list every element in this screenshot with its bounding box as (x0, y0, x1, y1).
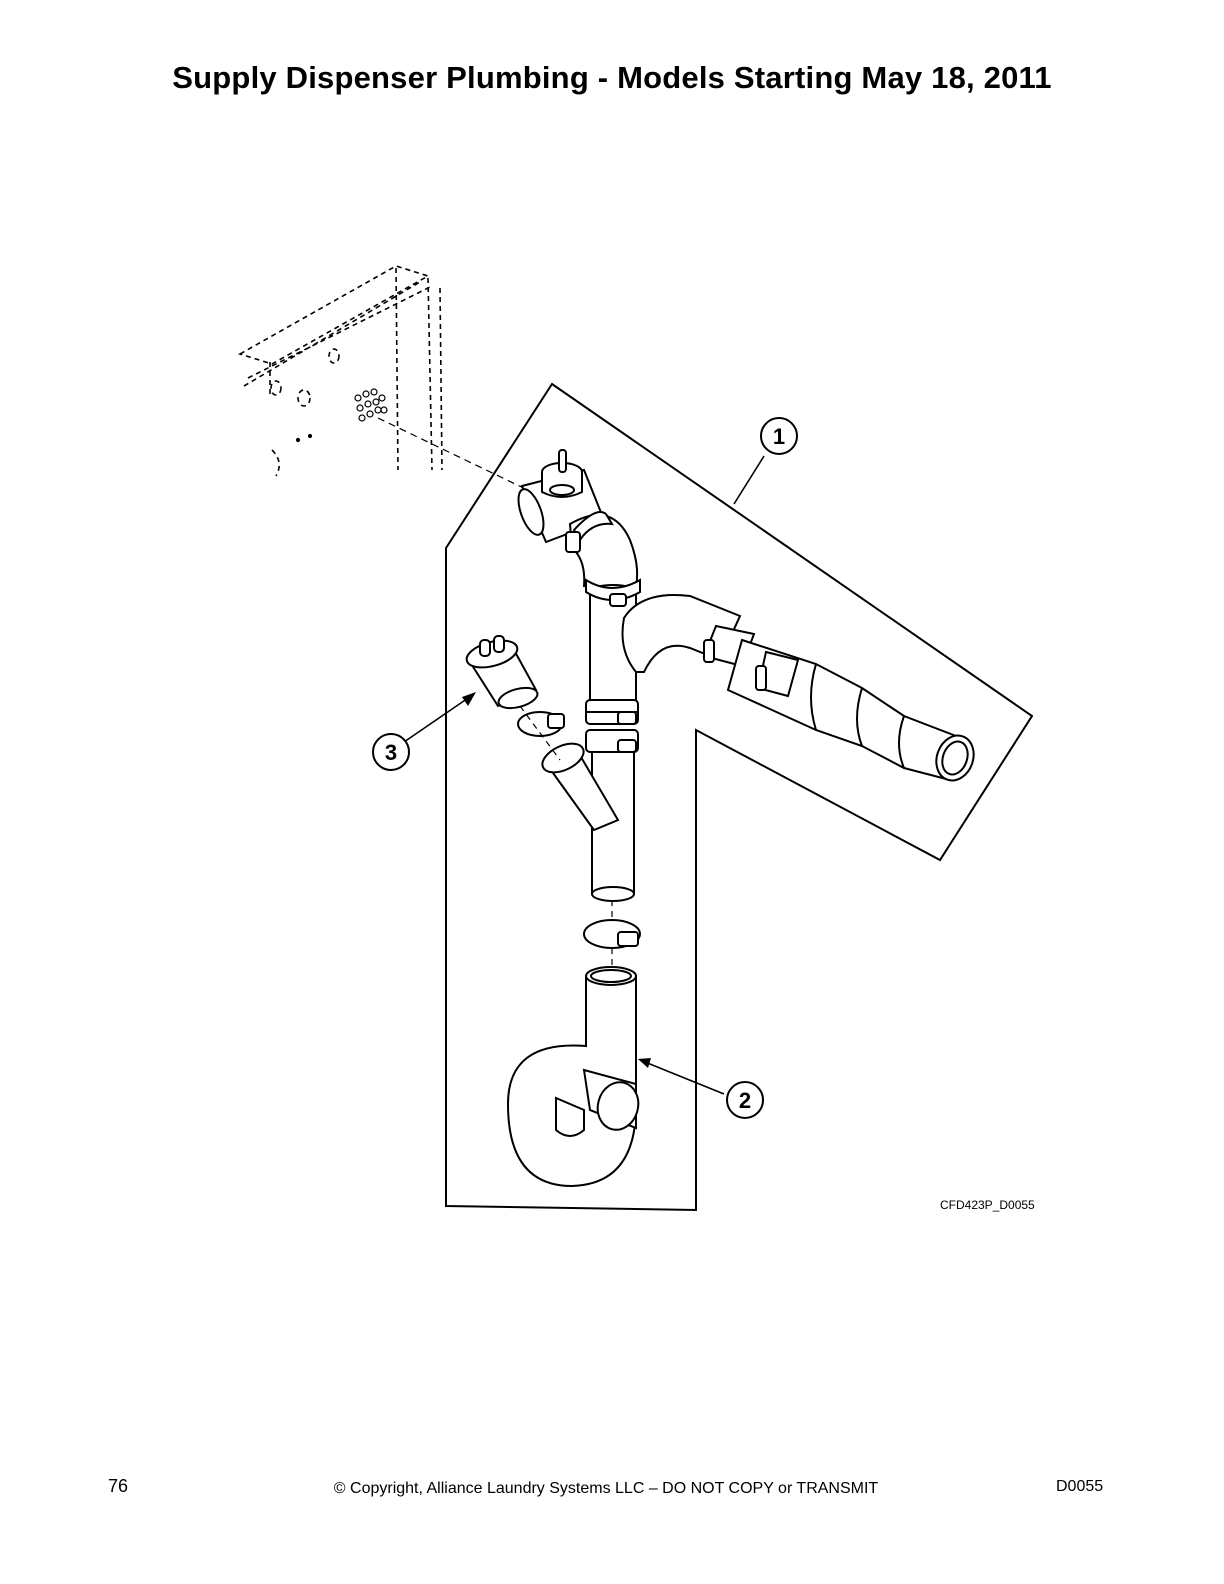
copyright-notice: © Copyright, Alliance Laundry Systems LL… (333, 1480, 879, 1497)
svg-text:3: 3 (385, 740, 397, 765)
callout-arrowheads (462, 692, 651, 1068)
cabinet-panel (237, 265, 443, 477)
svg-text:2: 2 (739, 1088, 751, 1113)
callout-2: 2 (726, 1081, 764, 1119)
alignment-line (519, 705, 613, 972)
page-title: Supply Dispenser Plumbing - Models Start… (172, 60, 1052, 95)
mounting-holes (295, 388, 388, 443)
hose-clamp-icon (585, 578, 641, 607)
figure-code: CFD423P_D0055 (940, 1198, 1035, 1212)
alignment-line (377, 417, 537, 495)
callout-1: 1 (760, 417, 798, 455)
wye-fitting (541, 742, 635, 902)
hose-clamp-icon (585, 699, 639, 753)
assembly-outline (445, 382, 1034, 1212)
hose-clamp-icon (517, 711, 565, 737)
callout-3: 3 (372, 733, 410, 771)
hose-clamp-icon (583, 919, 641, 949)
svg-text:1: 1 (773, 424, 785, 449)
callout-leaders (403, 455, 765, 1095)
document-code: D0055 (1056, 1478, 1104, 1495)
hose-clamp-icon (755, 650, 800, 698)
hose-clamp-icon (565, 511, 614, 553)
cap-fitting (465, 635, 539, 710)
p-trap-icon (506, 966, 640, 1188)
page-number: 76 (108, 1476, 129, 1496)
